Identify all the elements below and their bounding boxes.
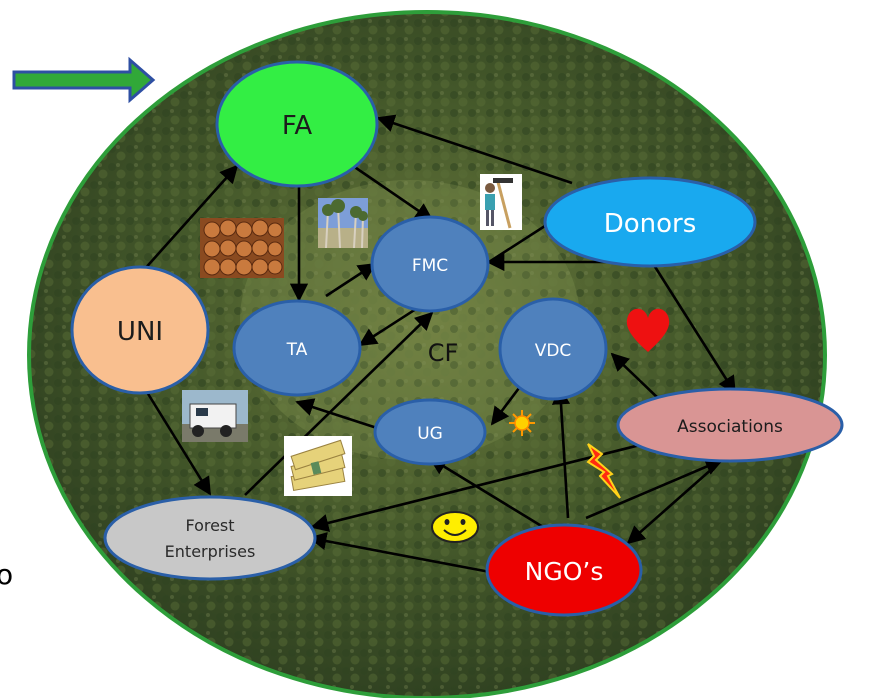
heart-icon [626, 308, 670, 352]
arrow-assoc-vdc [610, 352, 661, 401]
stray-glyph: o [0, 558, 13, 591]
node-associations: Associations [616, 387, 844, 463]
arrow-ngo-assoc [585, 458, 724, 520]
oval-border [27, 10, 827, 698]
node-ug: UG [373, 398, 487, 466]
surveyor-photo-icon [480, 174, 522, 230]
arrow-ta-fmc [325, 262, 377, 298]
node-donors: Donors [543, 176, 757, 268]
node-fa-label: FA [282, 111, 313, 141]
navigation-arrow-icon [12, 56, 156, 104]
timber-photo-icon [200, 218, 284, 278]
node-ug-label: UG [417, 424, 443, 444]
node-fa: FA [215, 60, 379, 188]
arrow-donors-fa [376, 114, 573, 185]
node-associations-label: Associations [677, 417, 783, 437]
node-ta-label: TA [286, 340, 308, 360]
node-ngos-label: NGO’s [525, 557, 604, 586]
arrow-ngo-vdc [551, 386, 571, 519]
node-vdc: VDC [498, 297, 608, 401]
arrow-ngo-fe [308, 532, 491, 574]
node-fmc: FMC [370, 215, 490, 313]
node-fmc-label: FMC [412, 256, 448, 276]
node-forest-enterprises-label-1: Forest [185, 516, 234, 535]
sun-icon [509, 410, 535, 436]
arrow-uni-fe [140, 383, 212, 496]
node-forest-enterprises: Forest Enterprises [103, 495, 317, 581]
trees-photo-icon [318, 198, 368, 249]
node-ngos: NGO’s [485, 523, 643, 617]
arrow-ngo-ug [428, 456, 549, 532]
arrow-assoc-ngo [626, 459, 723, 545]
node-donors-label: Donors [604, 209, 697, 239]
money-photo-icon [284, 436, 352, 496]
smiley-icon [431, 511, 479, 543]
arrow-vdc-ug [490, 387, 521, 426]
lightning-icon [586, 443, 621, 499]
arrow-ug-ta [295, 398, 378, 430]
arrow-to-associations [650, 261, 737, 395]
arrow-uni-fa [141, 164, 239, 273]
node-vdc-label: VDC [535, 341, 572, 361]
truck-photo-icon [182, 390, 248, 442]
node-ta: TA [232, 299, 362, 397]
arrow-fe-fmc [244, 311, 434, 496]
node-forest-enterprises-label-2: Enterprises [165, 542, 256, 561]
node-uni: UNI [70, 265, 210, 395]
node-uni-label: UNI [117, 317, 163, 347]
center-label-cf: CF [428, 339, 459, 367]
